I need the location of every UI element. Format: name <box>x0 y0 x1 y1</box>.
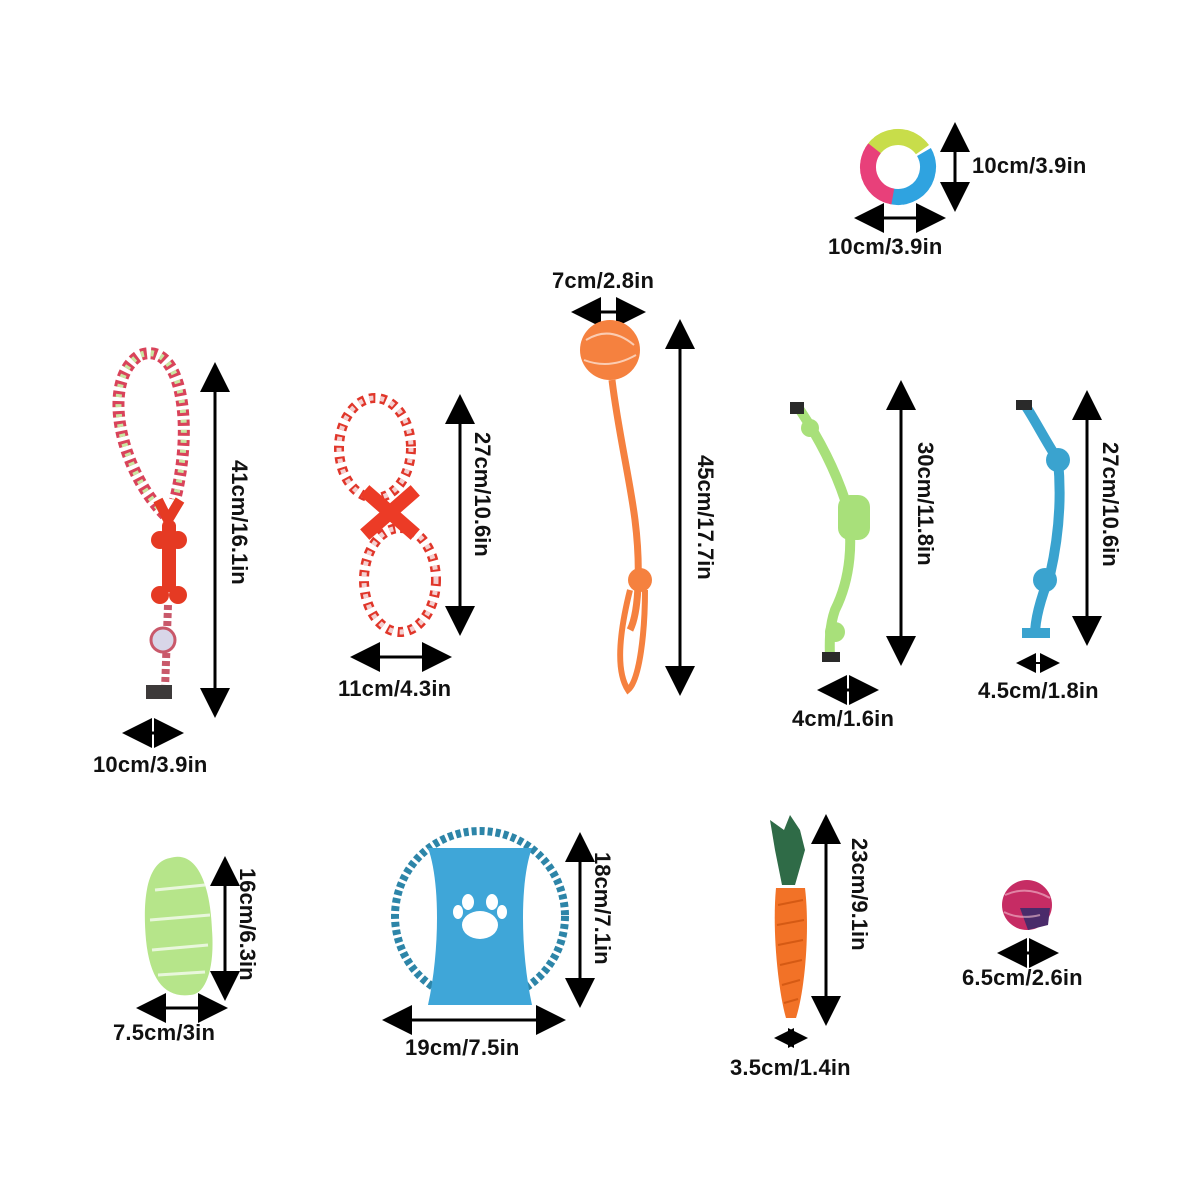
green-knot-width-label: 4cm/1.6in <box>792 706 895 731</box>
ball-tug-width-label: 7cm/2.8in <box>552 268 655 293</box>
carrot-width-label: 3.5cm/1.4in <box>730 1055 851 1080</box>
figure-eight-width-label: 11cm/4.3in <box>338 676 452 701</box>
slipper-width-label: 7.5cm/3in <box>113 1020 216 1045</box>
ring-height-label: 10cm/3.9in <box>972 153 1087 178</box>
ring-width-label: 10cm/3.9in <box>828 234 943 259</box>
rope-bone-width-label: 10cm/3.9in <box>93 752 208 777</box>
frisbee-width-label: 19cm/7.5in <box>405 1035 520 1060</box>
blue-knot-width-label: 4.5cm/1.8in <box>978 678 1099 703</box>
small-ball-width-label: 6.5cm/2.6in <box>962 965 1083 990</box>
